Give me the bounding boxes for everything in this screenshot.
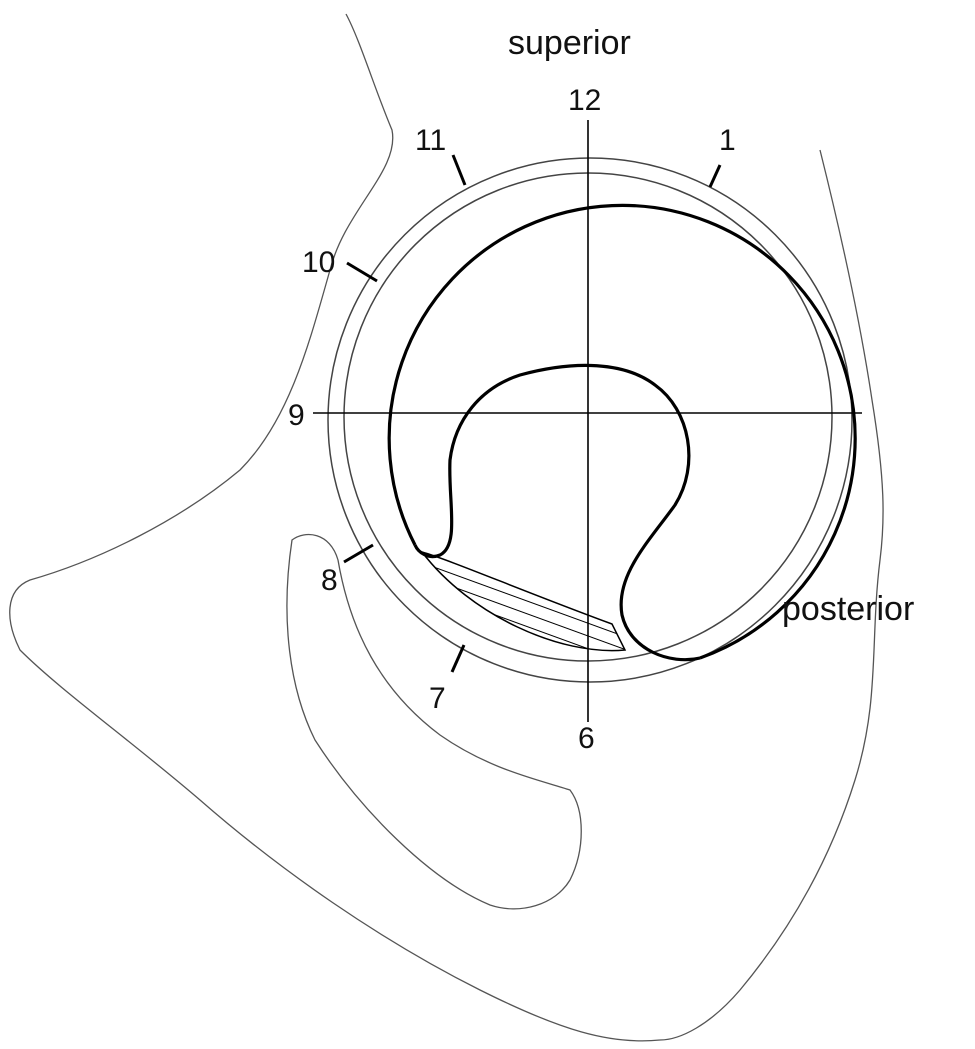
tick-1 <box>708 164 722 188</box>
ilium-outline <box>9 13 661 1042</box>
acetabular-fossa <box>413 363 701 662</box>
clock-label-8: 8 <box>321 564 338 597</box>
tick-11 <box>451 154 467 186</box>
tick-10 <box>346 261 378 283</box>
clock-label-7: 7 <box>429 682 446 715</box>
clock-label-9: 9 <box>288 399 305 432</box>
clock-label-10: 10 <box>302 246 335 279</box>
clock-label-11: 11 <box>415 124 446 157</box>
superior-label: superior <box>508 24 631 62</box>
tick-8 <box>343 543 374 564</box>
posterior-outline <box>659 149 884 1041</box>
clock-label-6: 6 <box>578 722 595 755</box>
articular-rim <box>387 203 857 660</box>
hatched-region <box>420 550 627 652</box>
tick-7 <box>450 644 466 673</box>
clock-label-12: 12 <box>568 84 601 117</box>
clock-label-1: 1 <box>719 124 736 157</box>
ischium-outline <box>286 533 582 910</box>
outer-rim-circle <box>327 157 853 683</box>
posterior-label: posterior <box>782 590 914 628</box>
